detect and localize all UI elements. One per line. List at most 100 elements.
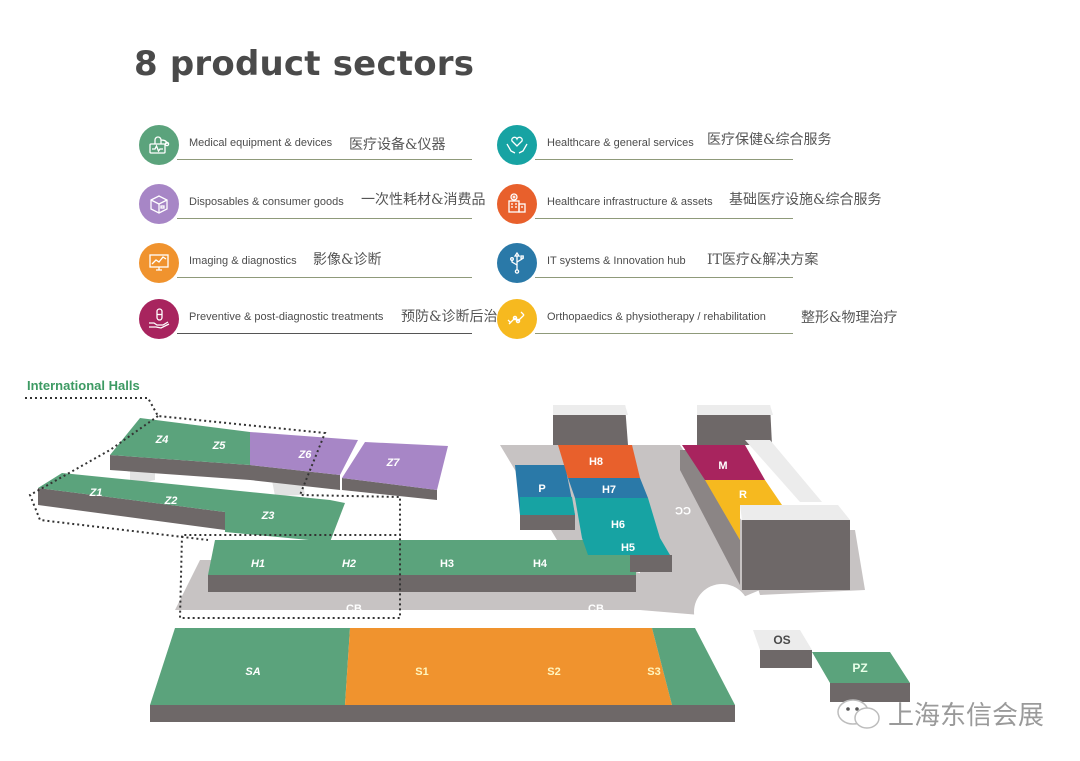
hall-h5: [582, 538, 670, 555]
sector-label-cn: IT医疗&解决方案: [707, 252, 819, 268]
hall-m-side: [680, 450, 740, 585]
hall-label-z3: Z3: [261, 510, 275, 522]
hall-z6-side: [250, 465, 340, 490]
watermark: 上海东信会展: [836, 695, 1044, 732]
hall-m: [682, 445, 765, 480]
international-halls-boundary-left: [28, 415, 209, 541]
sector-label: Healthcare & general services: [547, 137, 694, 149]
hall-label-r: R: [739, 489, 747, 501]
bone-joint-icon: [497, 299, 537, 339]
sector-label-cn: 影像&诊断: [313, 252, 382, 268]
hall-h8-roof: [553, 405, 628, 415]
sector-label-cn: 基础医疗设施&综合服务: [729, 192, 882, 208]
hall-label-z1: Z1: [89, 487, 103, 499]
hall-label-p: P: [538, 483, 545, 495]
hall-h5-side: [630, 555, 672, 572]
usb-icon: [497, 243, 537, 283]
building-big-side: [742, 520, 850, 590]
watermark-text: 上海东信会展: [888, 701, 1045, 731]
hall-z1-z2-side: [38, 488, 225, 530]
hall-s-end: [652, 628, 735, 705]
hall-label-s1: S1: [415, 666, 428, 678]
sector-label-cn: 医疗设备&仪器: [349, 137, 446, 153]
hall-h-row: [208, 540, 636, 575]
hall-label-pz: PZ: [852, 661, 867, 675]
hall-label-h7: H7: [602, 484, 616, 496]
hall-label-h4: H4: [533, 558, 548, 570]
hall-label-h2: H2: [342, 558, 356, 570]
hall-pz-side: [830, 683, 910, 702]
hands-heart-icon: [497, 125, 537, 165]
hand-pill-icon: [139, 299, 179, 339]
hall-label-z5: Z5: [212, 440, 227, 452]
hall-label-cb-2: CB: [588, 603, 604, 615]
hall-label-s3: S3: [647, 666, 660, 678]
hall-p-lower: [520, 497, 575, 515]
sector-label: Healthcare infrastructure & assets: [547, 196, 713, 208]
divider: [177, 218, 472, 219]
hall-z7-side: [342, 478, 437, 500]
sector-label: Disposables & consumer goods: [189, 196, 344, 208]
hall-label-sa: SA: [245, 666, 260, 678]
sector-label-cn: 预防&诊断后治疗: [401, 309, 512, 325]
sector-label: Medical equipment & devices: [189, 137, 333, 149]
hall-label-cc: CC: [675, 504, 691, 516]
hall-h8: [558, 445, 640, 478]
hall-label-z4: Z4: [155, 434, 169, 446]
hall-z4-z5-side: [110, 455, 250, 480]
stethoscope-monitor-icon: [139, 125, 179, 165]
divider: [177, 333, 472, 334]
hall-s-row-side: [150, 705, 735, 722]
hall-label-m: M: [718, 460, 727, 472]
roundabout: [694, 584, 750, 640]
divider: [535, 218, 793, 219]
hall-z6: [250, 432, 358, 475]
venue-floor-plan: Z4 Z5 Z6 Z7 Z1 Z2 Z3 H1 H2 SA H3 H4 H8 H…: [25, 397, 910, 722]
hall-label-os: OS: [773, 633, 790, 647]
hall-label-cb-1: CB: [346, 603, 362, 615]
divider: [535, 333, 793, 334]
divider: [535, 159, 793, 160]
hall-s1-s3: [345, 628, 672, 705]
sector-label: IT systems & Innovation hub: [547, 255, 686, 267]
page-title: 8 product sectors: [134, 44, 475, 84]
sector-label-cn: 整形&物理治疗: [801, 310, 898, 326]
hall-sa: [150, 628, 350, 705]
hall-label-h3: H3: [440, 558, 454, 570]
hall-label-h5: H5: [621, 542, 635, 554]
divider: [177, 277, 472, 278]
divider: [177, 159, 472, 160]
monitor-chart-icon: [139, 243, 179, 283]
hall-label-h6: H6: [611, 519, 625, 531]
hall-h-row-side: [208, 575, 636, 592]
sector-label: Preventive & post-diagnostic treatments: [189, 311, 384, 323]
hall-label-h1: H1: [251, 558, 265, 570]
hall-h6: [575, 498, 660, 538]
hall-label-h8: H8: [589, 456, 603, 468]
hall-pz: [812, 652, 910, 683]
hall-h7: [568, 478, 648, 498]
hall-r: [705, 480, 782, 540]
international-halls-label: International Halls: [27, 378, 140, 393]
building-right-long: [745, 440, 822, 502]
sector-label: Orthopaedics & physiotherapy / rehabilit…: [547, 311, 766, 323]
box-icon: [139, 184, 179, 224]
hall-label-z2: Z2: [164, 495, 178, 507]
hall-os-side: [760, 650, 812, 668]
hall-z1-z3: [38, 473, 345, 542]
hall-os: [753, 630, 812, 650]
building-m-roof: [697, 405, 773, 415]
building-big-roof: [740, 505, 850, 520]
hall-label-z6: Z6: [298, 449, 313, 461]
sector-label-cn: 一次性耗材&消费品: [361, 192, 486, 208]
hall-label-s2: S2: [547, 666, 560, 678]
divider: [535, 277, 793, 278]
sector-label: Imaging & diagnostics: [189, 255, 297, 267]
wechat-icon: [837, 698, 880, 729]
hall-z4-z5: [110, 418, 250, 465]
hall-z7: [342, 442, 448, 490]
international-halls-boundary: [25, 397, 401, 619]
sector-label-cn: 医疗保健&综合服务: [707, 132, 832, 148]
hospital-building-icon: [497, 184, 537, 224]
hall-p-side: [520, 515, 575, 530]
